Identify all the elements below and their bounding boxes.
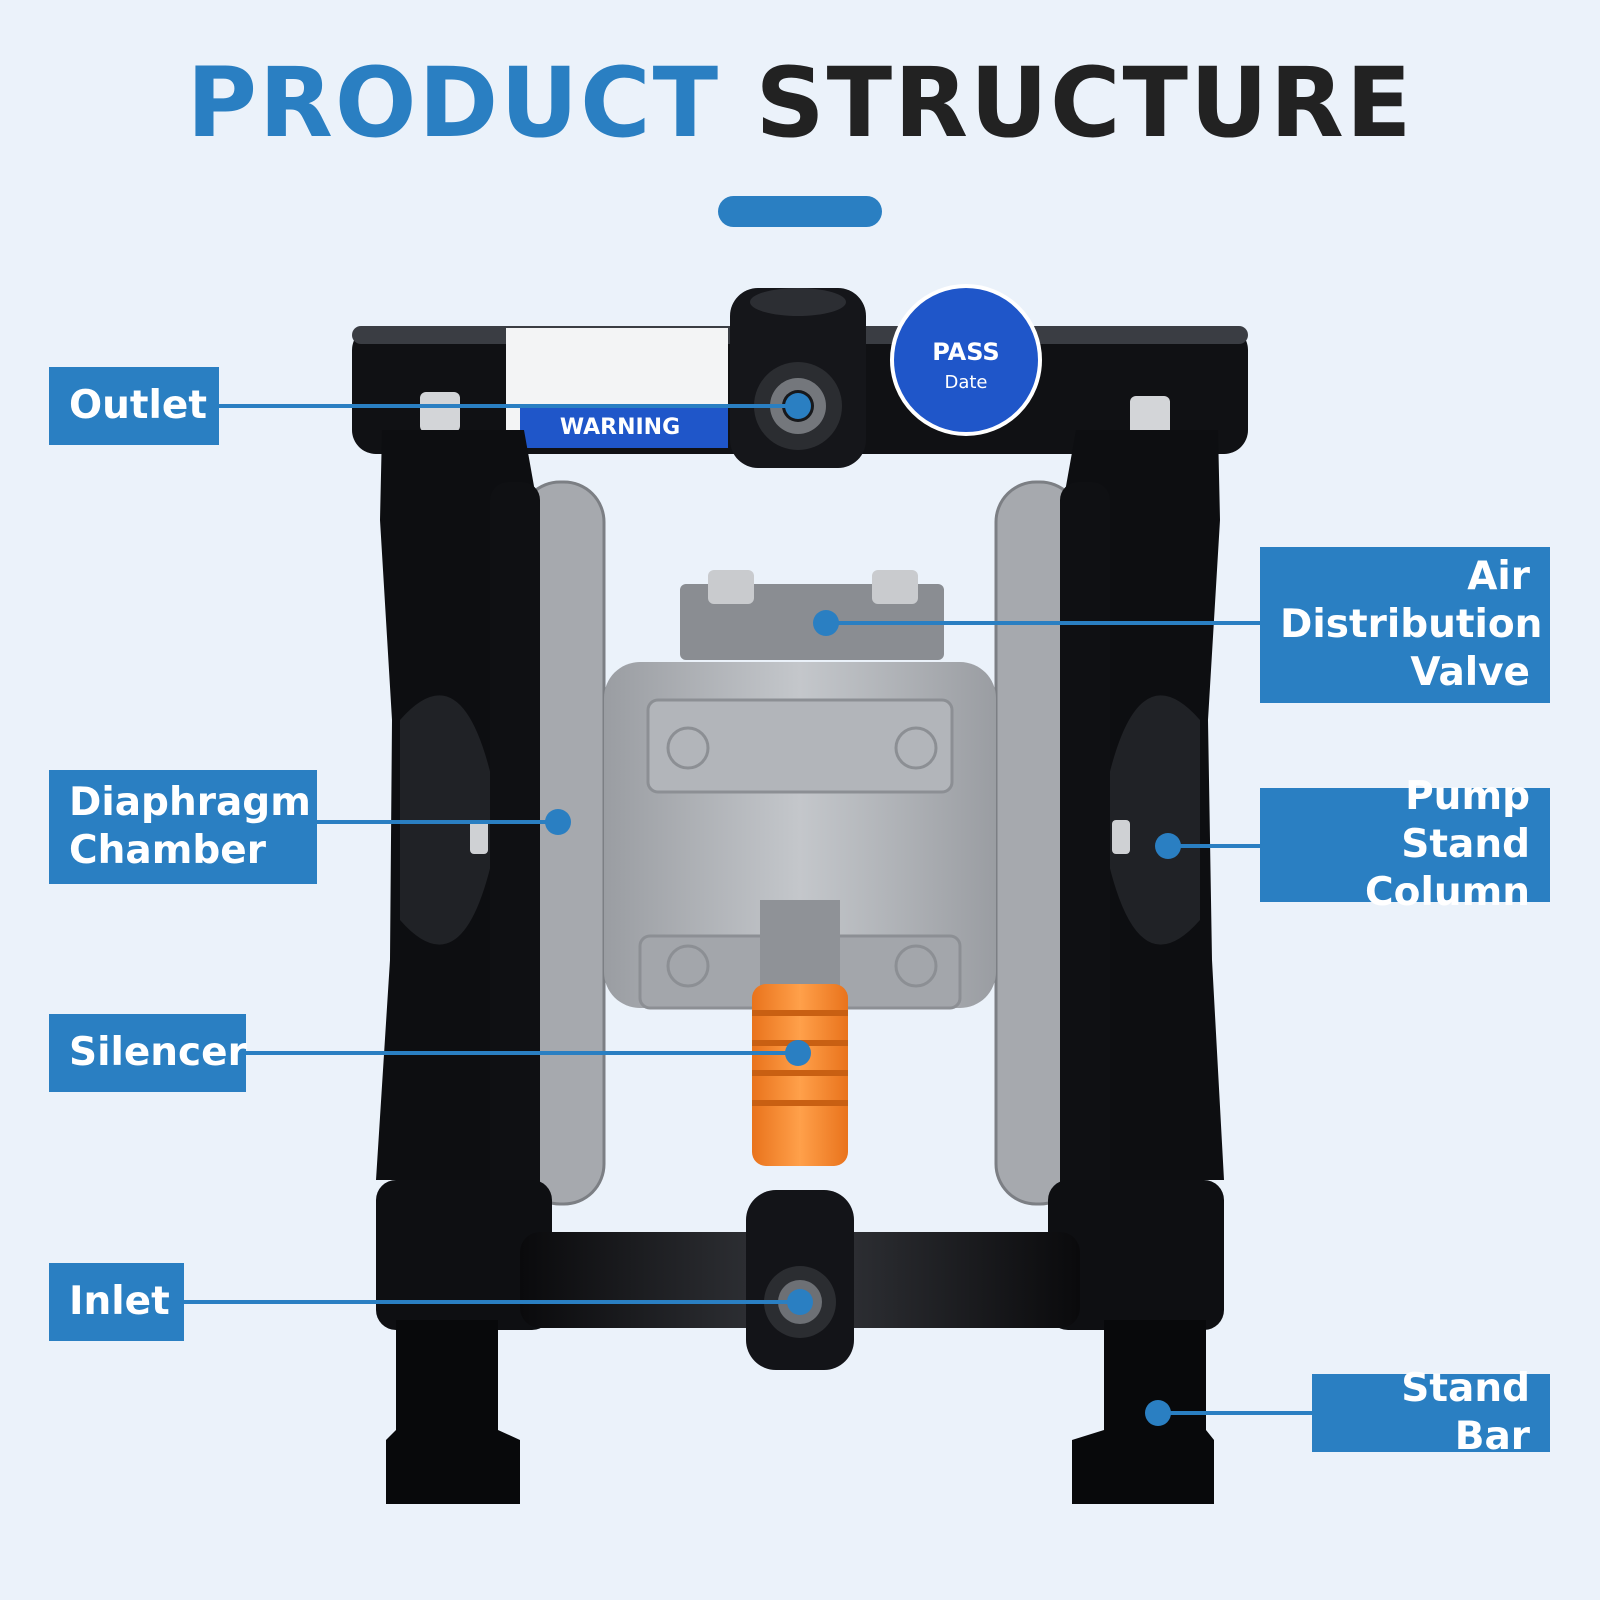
label-stand-bar-text: Stand Bar xyxy=(1401,1366,1530,1459)
label-air-distribution-valve: Air Distribution Valve xyxy=(1260,547,1550,703)
label-air-line3: Valve xyxy=(1410,650,1530,695)
label-silencer-text: Silencer xyxy=(69,1030,247,1075)
page-title: PRODUCT STRUCTURE xyxy=(0,48,1600,158)
label-inlet-text: Inlet xyxy=(69,1279,170,1324)
title-word-structure: STRUCTURE xyxy=(755,47,1414,159)
callout-lines xyxy=(184,404,1312,1415)
inlet-dot xyxy=(787,1289,813,1315)
label-outlet: Outlet xyxy=(49,367,219,445)
label-air-line1: Air xyxy=(1467,554,1530,599)
stand-feet xyxy=(386,1320,1214,1504)
label-diaphragm-line2: Chamber xyxy=(69,828,266,873)
stand-bar-dot xyxy=(1145,1400,1171,1426)
pump-stand-dot xyxy=(1155,833,1181,859)
label-pump-stand-line2: Column xyxy=(1365,870,1530,915)
air-valve-dot xyxy=(813,610,839,636)
diaphragm-chambers xyxy=(490,480,1110,1206)
label-stand-bar: Stand Bar xyxy=(1312,1366,1550,1459)
inlet-manifold xyxy=(376,1180,1224,1370)
outlet-manifold: WARNING PASS Date xyxy=(352,284,1248,468)
label-silencer: Silencer xyxy=(49,1014,247,1092)
date-sticker-text: Date xyxy=(944,372,987,393)
outlet-dot xyxy=(785,393,811,419)
diaphragm-dot xyxy=(545,809,571,835)
label-outlet-text: Outlet xyxy=(69,383,208,428)
warning-sticker-text: WARNING xyxy=(560,415,680,440)
label-diaphragm-chamber: Diaphragm Chamber xyxy=(49,770,317,884)
silencer-part xyxy=(752,984,848,1166)
label-diaphragm-line1: Diaphragm xyxy=(69,780,311,825)
label-pump-stand-column: Pump Stand Column xyxy=(1260,774,1550,915)
silencer-dot xyxy=(785,1040,811,1066)
pass-sticker-text: PASS xyxy=(932,338,999,366)
air-motor-body xyxy=(604,570,996,1010)
title-underline xyxy=(718,196,882,227)
callout-dots xyxy=(545,393,1181,1426)
title-word-product: PRODUCT xyxy=(186,47,721,159)
label-pump-stand-line1: Pump Stand xyxy=(1401,774,1530,867)
label-inlet: Inlet xyxy=(49,1263,184,1341)
label-air-line2: Distribution xyxy=(1280,602,1543,647)
